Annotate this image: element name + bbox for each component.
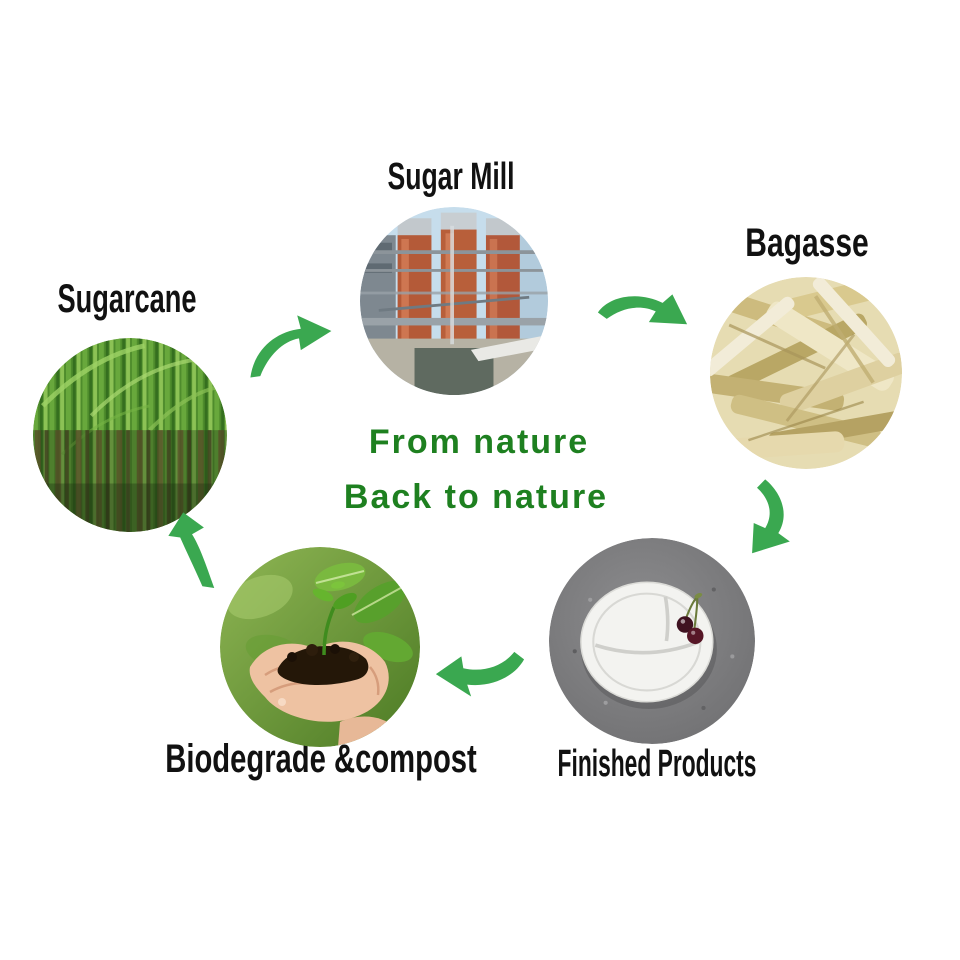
hands-soil-seedling-illustration: [220, 547, 420, 747]
from-nature-text: From nature: [368, 423, 590, 461]
finished-products-label: Finished Products: [557, 743, 757, 785]
bagasse-label: Bagasse: [745, 221, 869, 265]
finished-products-photo: [549, 538, 755, 744]
arrow-sugarcane-to-mill-icon: [250, 315, 332, 378]
sugar-mill-label: Sugar Mill: [387, 156, 515, 198]
sugarcane-photo: [33, 338, 227, 532]
arrow-finished-to-biodegrade-icon: [435, 651, 525, 697]
sugar-mill-photo: [360, 207, 548, 395]
sugarcane-label: Sugarcane: [57, 277, 197, 321]
arrow-biodegrade-to-sugarcane-icon: [168, 512, 215, 588]
sugar-mill-illustration: [360, 207, 548, 395]
arrow-bagasse-to-finished-icon: [752, 479, 790, 554]
bagasse-fiber-illustration: [710, 277, 902, 469]
sugarcane-field-illustration: [33, 338, 227, 532]
bagasse-photo: [710, 277, 902, 469]
arrow-mill-to-bagasse-icon: [597, 294, 688, 325]
bagasse-plate-illustration: [549, 538, 755, 744]
back-to-nature-text: Back to nature: [343, 478, 609, 516]
biodegrade-photo: [220, 547, 420, 747]
